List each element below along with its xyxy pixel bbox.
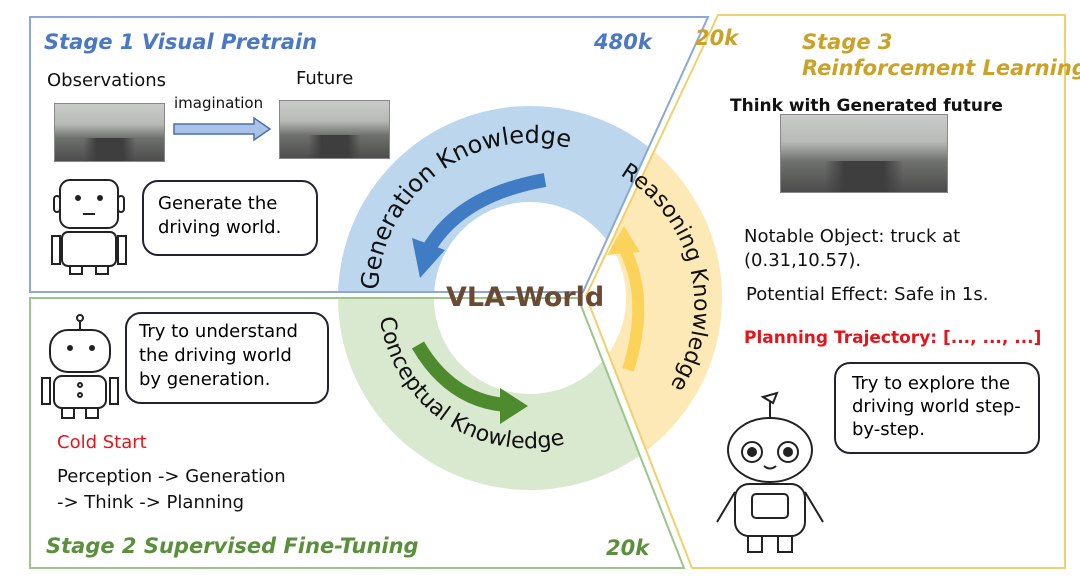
conceptual-arrowhead <box>500 388 528 424</box>
stage1-count: 480k <box>594 30 652 54</box>
stage2-count: 20k <box>606 536 650 560</box>
stage2-box <box>29 297 686 569</box>
robot-icon <box>51 179 127 275</box>
observation-image <box>54 103 165 162</box>
generated-future-image <box>780 114 948 193</box>
generation-arrow <box>421 173 547 254</box>
cold-start-label: Cold Start <box>57 432 147 453</box>
stage1-box <box>29 16 710 293</box>
notable-object-line1: Notable Object: truck at <box>744 226 961 247</box>
reasoning-arrowhead <box>607 226 640 255</box>
pipeline-line2: -> Think -> Planning <box>57 492 245 513</box>
stage2-speech-bubble: Try to understand the driving world by g… <box>125 312 329 404</box>
stage3-subtitle: Think with Generated future <box>730 96 1003 116</box>
robot-icon <box>716 391 824 553</box>
planning-trajectory: Planning Trajectory: [..., ..., ...] <box>744 328 1042 348</box>
generation-arrowhead <box>412 238 445 278</box>
observations-label: Observations <box>47 70 166 91</box>
stage3-count: 20k <box>695 26 739 50</box>
stage1-speech-bubble: Generate the driving world. <box>142 180 318 256</box>
imagination-arrow <box>173 116 272 142</box>
reasoning-arrow <box>619 247 645 372</box>
center-title: VLA-World <box>446 282 605 313</box>
notable-object-line2: (0.31,10.57). <box>744 250 862 271</box>
stage3-speech-bubble: Try to explore the driving world step-by… <box>834 362 1040 454</box>
potential-effect: Potential Effect: Safe in 1s. <box>746 284 989 305</box>
pipeline-line1: Perception -> Generation <box>57 466 286 487</box>
future-image <box>279 100 390 159</box>
robot-icon <box>41 314 119 419</box>
stage1-title: Stage 1 Visual Pretrain <box>44 30 318 54</box>
stage3-box <box>584 14 1066 569</box>
stage2-title: Stage 2 Supervised Fine-Tuning <box>46 534 419 558</box>
conceptual-arrow <box>411 341 506 412</box>
stage3-title-line2: Reinforcement Learning <box>802 56 1080 80</box>
future-label: Future <box>296 68 354 89</box>
stage3-title-line1: Stage 3 <box>802 30 893 54</box>
imagination-label: imagination <box>174 94 264 112</box>
